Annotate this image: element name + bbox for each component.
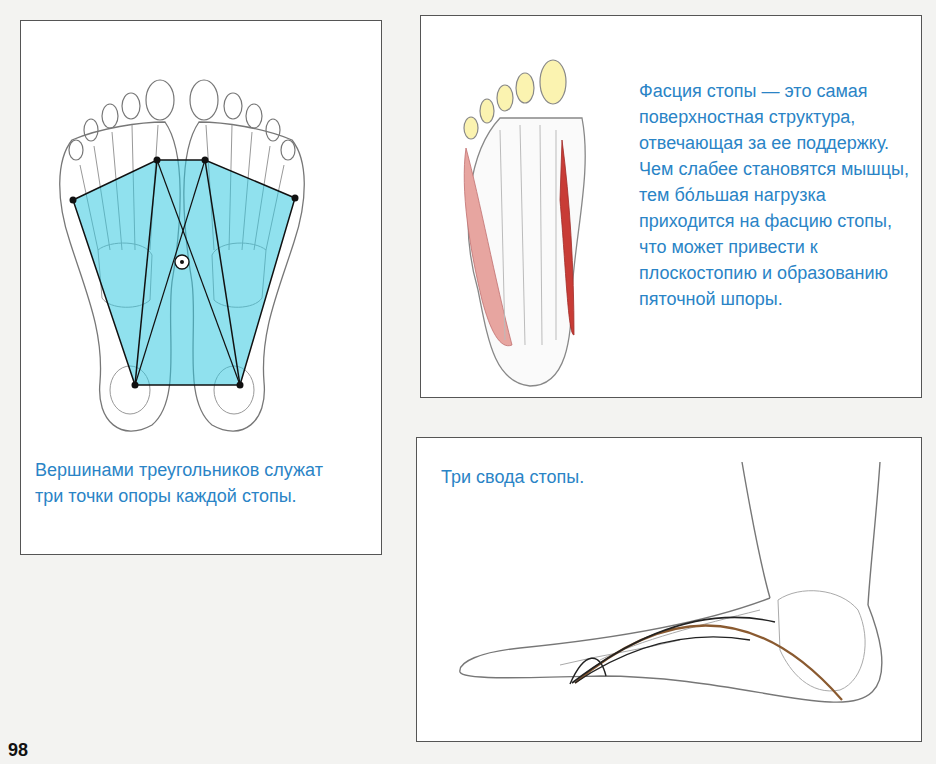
panel-arches: Три свода стопы. — [416, 437, 922, 742]
panel-fascia: Фасция стопы — это самая поверхностная с… — [420, 15, 922, 398]
panel-caption: Три свода стопы. — [441, 464, 761, 490]
panel-caption: Вершинами треугольников служат три точки… — [35, 457, 355, 509]
page-number: 98 — [8, 740, 28, 760]
panel-support-points: Вершинами треугольников служат три точки… — [20, 20, 382, 555]
panel-caption: Фасция стопы — это самая поверхностная с… — [639, 78, 911, 312]
